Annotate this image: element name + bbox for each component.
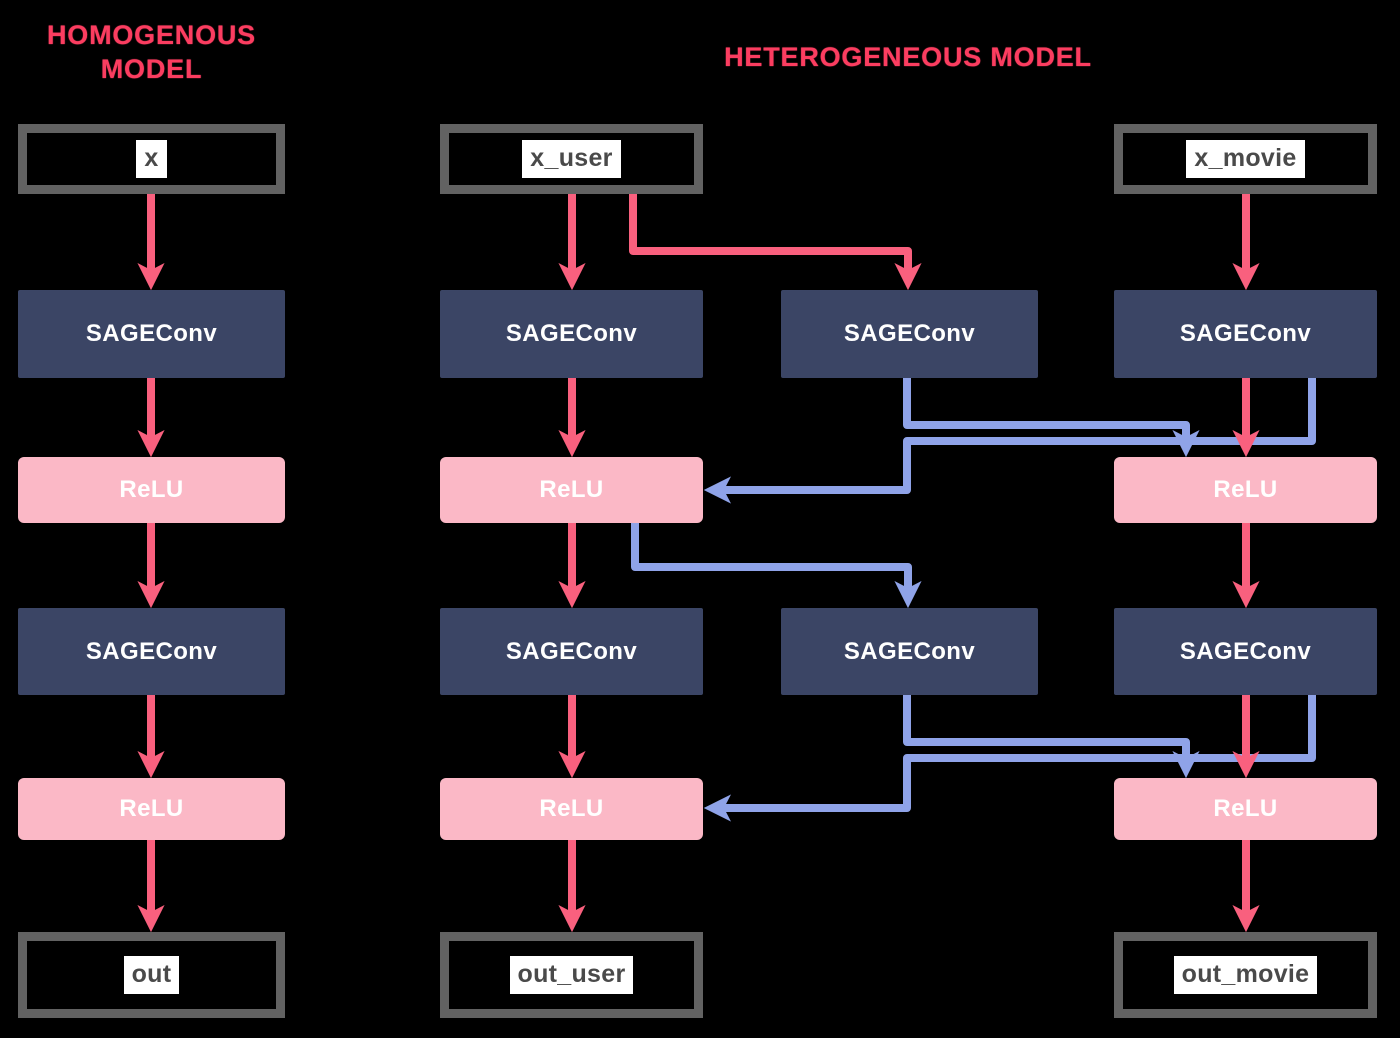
arrow-sage-movie2-to-relu-user2 <box>703 695 1316 822</box>
node-sage-user1-label: SAGEConv <box>505 320 638 347</box>
node-relu-user2: ReLU <box>440 778 703 840</box>
node-relu-user1: ReLU <box>440 457 703 523</box>
node-sage-movie1-label: SAGEConv <box>1179 320 1312 347</box>
node-out: out <box>18 932 285 1018</box>
node-x-movie: x_movie <box>1114 124 1377 194</box>
node-sage-mid2: SAGEConv <box>781 608 1038 695</box>
node-out-user-label: out_user <box>509 956 634 994</box>
node-sage-mid1: SAGEConv <box>781 290 1038 378</box>
node-x-movie-label: x_movie <box>1186 140 1305 178</box>
node-sage-user1: SAGEConv <box>440 290 703 378</box>
homogeneous-model-title-line2: MODEL <box>100 54 203 84</box>
node-out-movie-label: out_movie <box>1173 956 1318 994</box>
node-sage-h1: SAGEConv <box>18 290 285 378</box>
node-sage-movie1: SAGEConv <box>1114 290 1377 378</box>
node-x-label: x <box>136 140 167 178</box>
homogeneous-model-title: HOMOGENOUS MODEL <box>10 18 293 86</box>
node-out-movie: out_movie <box>1114 932 1377 1018</box>
node-sage-mid1-label: SAGEConv <box>843 320 976 347</box>
node-relu-movie2: ReLU <box>1114 778 1377 840</box>
node-x-user-label: x_user <box>522 140 621 178</box>
node-sage-mid2-label: SAGEConv <box>843 637 976 665</box>
node-sage-movie2: SAGEConv <box>1114 608 1377 695</box>
node-sage-h1-label: SAGEConv <box>85 320 218 347</box>
node-relu-h1: ReLU <box>18 457 285 523</box>
node-relu-user1-label: ReLU <box>539 476 604 503</box>
node-out-user: out_user <box>440 932 703 1018</box>
node-relu-h2-label: ReLU <box>119 795 184 822</box>
node-sage-movie2-label: SAGEConv <box>1179 637 1312 665</box>
arrow-x-user-to-sage-mid1 <box>629 194 922 291</box>
node-x-user: x_user <box>440 124 703 194</box>
node-out-label: out <box>123 956 180 994</box>
node-relu-movie1: ReLU <box>1114 457 1377 523</box>
node-relu-h2: ReLU <box>18 778 285 840</box>
node-relu-user2-label: ReLU <box>539 795 604 822</box>
heterogeneous-model-title: HETEROGENEOUS MODEL <box>724 42 1092 72</box>
node-sage-user2: SAGEConv <box>440 608 703 695</box>
node-sage-user2-label: SAGEConv <box>505 637 638 665</box>
node-x: x <box>18 124 285 194</box>
node-relu-h1-label: ReLU <box>119 476 184 503</box>
node-relu-movie2-label: ReLU <box>1213 795 1278 822</box>
arrow-relu-user1-to-sage-mid2 <box>631 523 922 609</box>
node-sage-h2: SAGEConv <box>18 608 285 695</box>
node-sage-h2-label: SAGEConv <box>85 637 218 665</box>
homogeneous-model-title-line1: HOMOGENOUS <box>46 20 256 50</box>
node-relu-movie1-label: ReLU <box>1213 476 1278 503</box>
arrow-sage-movie1-to-relu-user1 <box>703 378 1316 504</box>
